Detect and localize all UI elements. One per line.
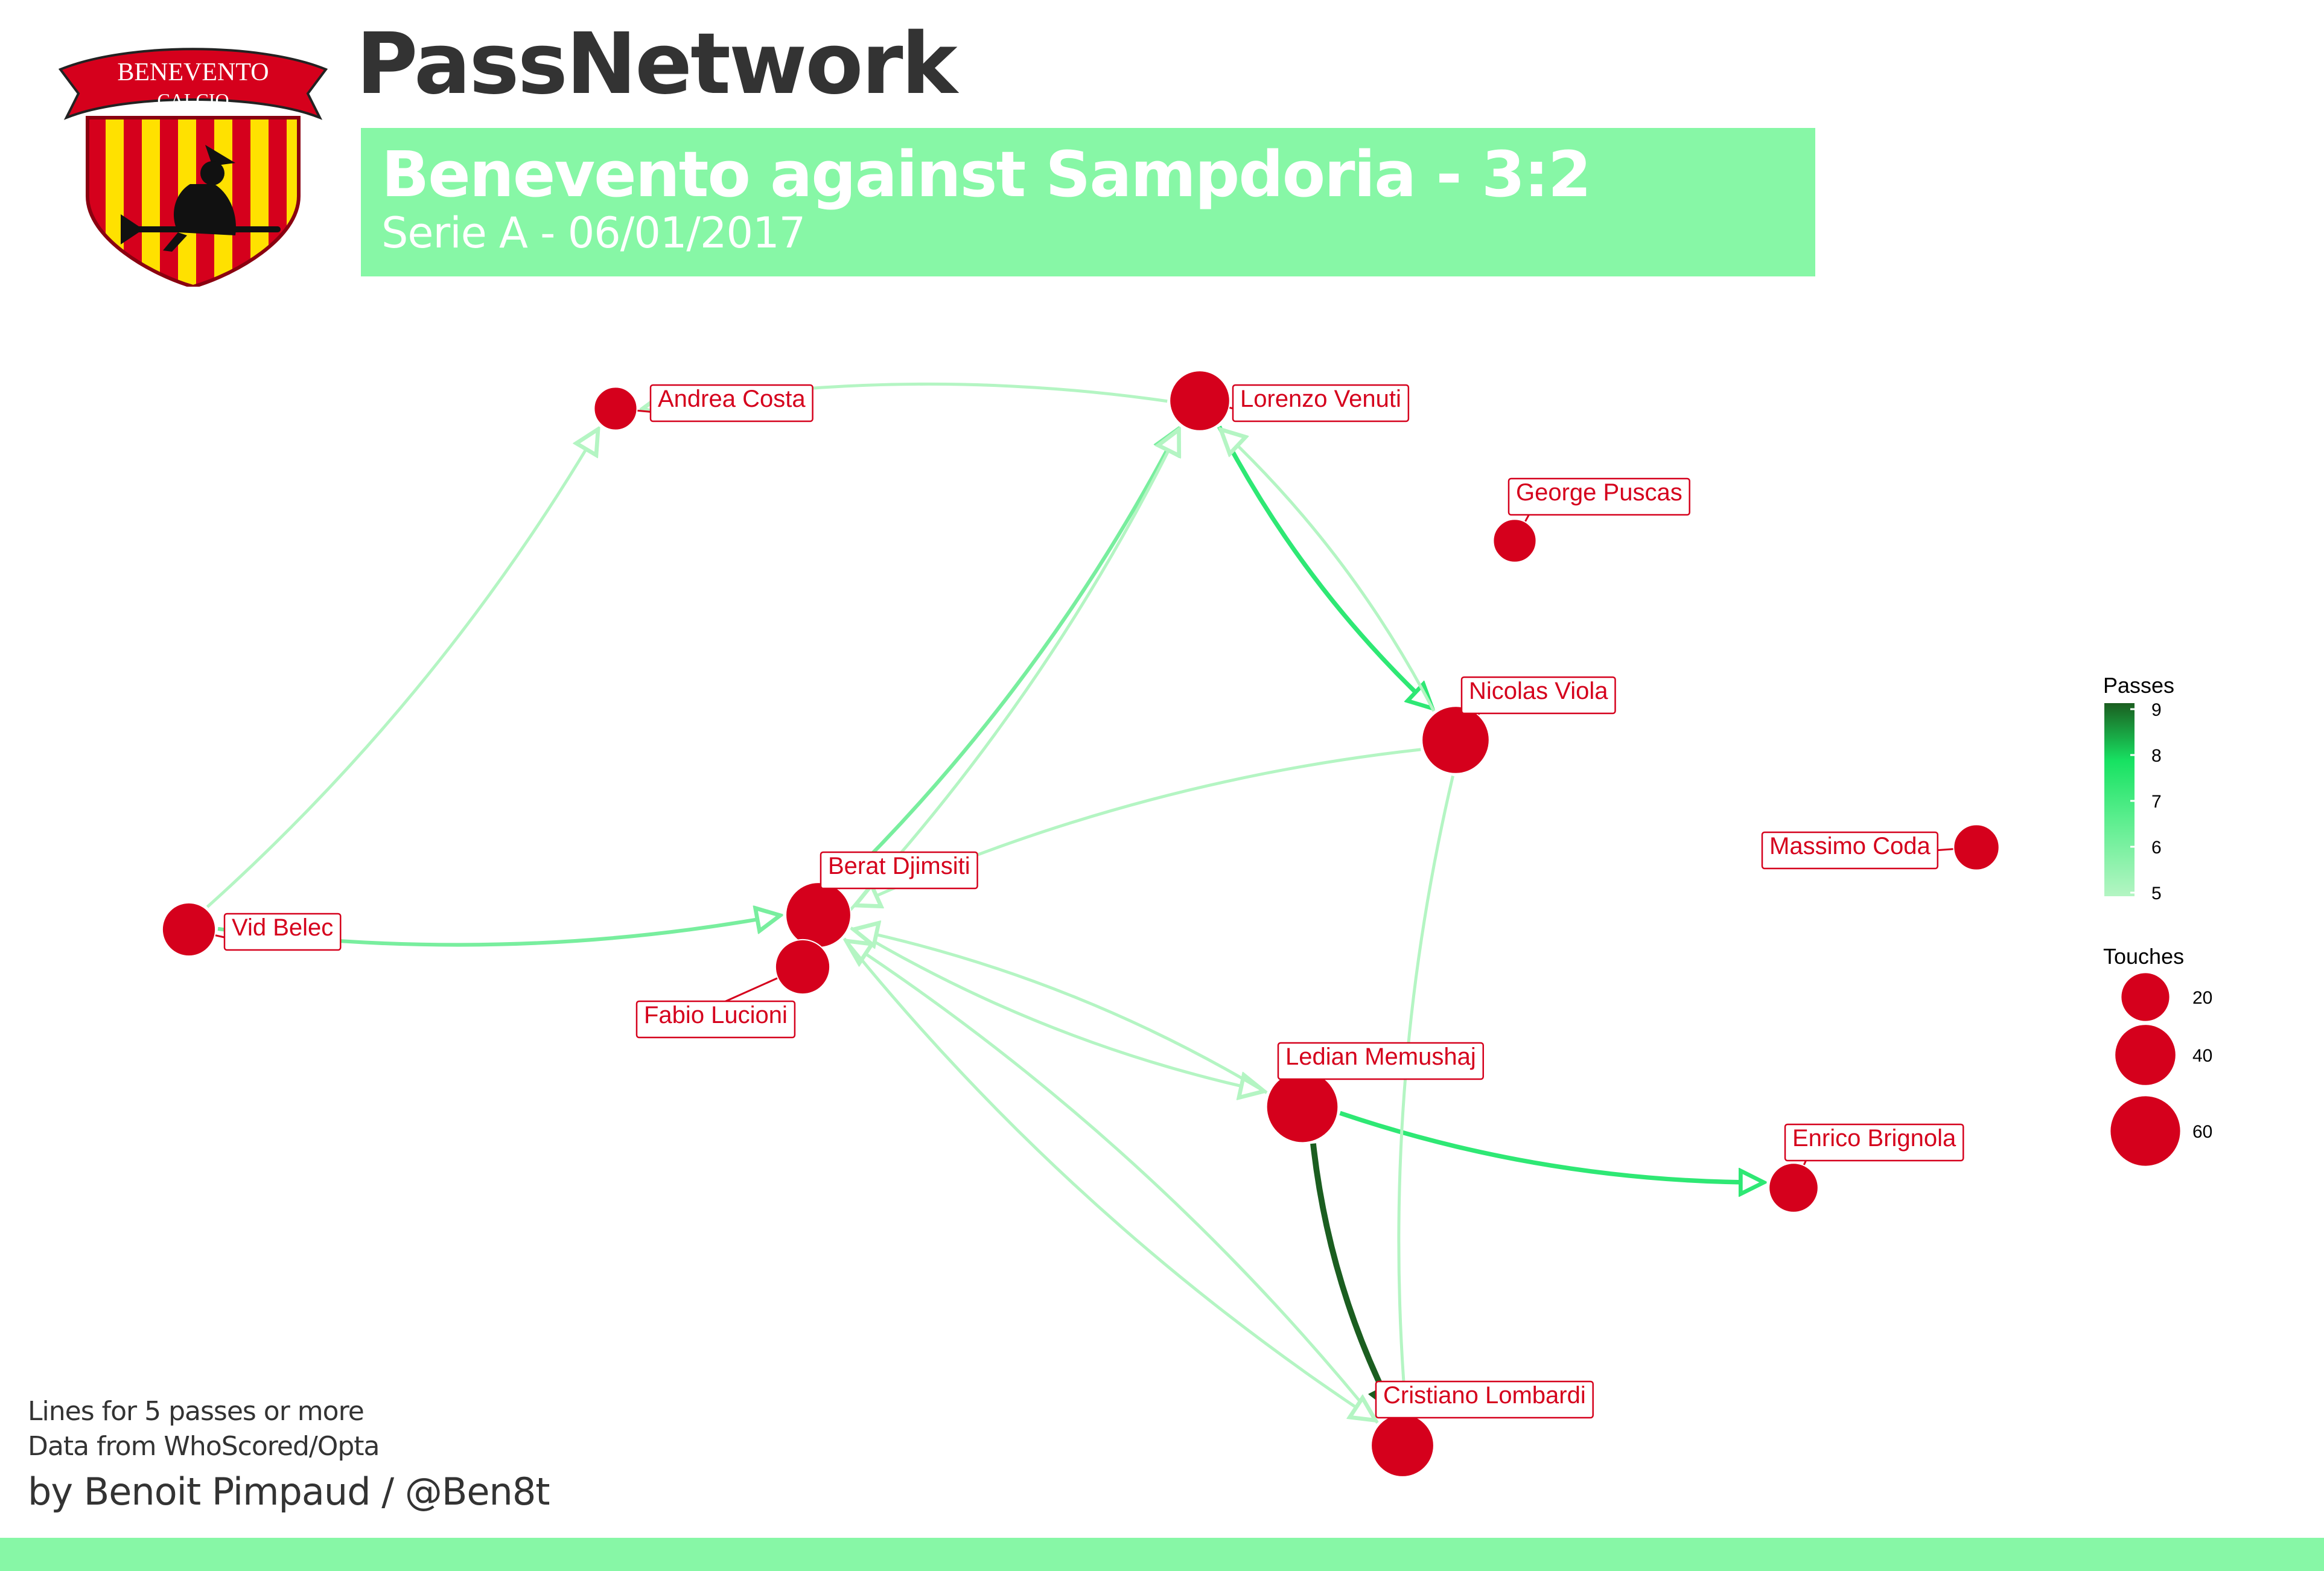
legend-touches-tick: 20: [2192, 988, 2212, 1008]
legend-passes-colorbar: [2104, 703, 2135, 896]
player-node-massimo-coda: Massimo Coda: [1761, 824, 2000, 871]
player-dot-massimo-coda: [1953, 824, 2000, 871]
player-dot-fabio-lucioni: [774, 938, 831, 995]
legend-touches-tick: 40: [2192, 1046, 2212, 1066]
player-label-box: [1460, 676, 1616, 715]
player-dot-andrea-costa: [593, 386, 638, 431]
player-label-box: [1761, 831, 1939, 870]
legend-passes-tick: 5: [2151, 884, 2162, 903]
legend-touches-tick: 60: [2192, 1122, 2212, 1142]
legend-touches-dot: [2115, 1025, 2176, 1085]
pass-edge-lorenzo-venuti-to-nicolas-viola: [1217, 425, 1430, 706]
player-label-cristiano-lombardi: Cristiano Lombardi: [1383, 1382, 1586, 1409]
player-node-berat-djimsiti: Berat Djimsiti: [785, 851, 978, 948]
pass-edge-vid-belec-to-andrea-costa: [206, 432, 596, 908]
pass-edge-berat-djimsiti-to-cristiano-lombardi: [842, 937, 1373, 1419]
pass-edge-ledian-memushaj-to-enrico-brignola: [1339, 1111, 1761, 1182]
legend: Passes 9 8 7 6 5 Touches 20 40 60: [2103, 673, 2212, 1166]
player-dot-vid-belec: [161, 902, 217, 957]
player-node-andrea-costa: Andrea Costa: [593, 384, 813, 431]
player-node-nicolas-viola: Nicolas Viola: [1421, 676, 1616, 774]
author-credit: by Benoit Pimpaud / @Ben8t: [28, 1470, 550, 1514]
player-node-enrico-brignola: Enrico Brignola: [1768, 1123, 1964, 1213]
player-label-box: [1784, 1123, 1964, 1162]
data-source-note: Data from WhoScored/Opta: [28, 1431, 380, 1462]
pass-edge-nicolas-viola-to-cristiano-lombardi: [1399, 776, 1454, 1406]
legend-touches-dot: [2110, 1096, 2180, 1166]
logo-banner-line1: BENEVENTO: [117, 59, 269, 86]
player-node-george-puscas: George Puscas: [1492, 477, 1690, 563]
player-node-lorenzo-venuti: Lorenzo Venuti: [1169, 370, 1410, 432]
logo-banner-line2: CALCIO: [157, 89, 229, 111]
legend-passes-tick: 7: [2151, 792, 2162, 812]
pass-edge-ledian-memushaj-to-berat-djimsiti: [856, 930, 1268, 1094]
player-label-box: [820, 851, 978, 890]
pass-edge-cristiano-lombardi-to-berat-djimsiti: [848, 943, 1379, 1424]
player-dot-berat-djimsiti: [785, 882, 852, 948]
legend-passes-tick: 6: [2151, 838, 2162, 858]
benevento-calcio-logo: BENEVENTO CALCIO: [58, 48, 328, 287]
player-label-box: [649, 384, 813, 422]
player-node-ledian-memushaj: Ledian Memushaj: [1265, 1042, 1484, 1144]
player-label-vid-belec: Vid Belec: [232, 914, 333, 941]
legend-touches-title: Touches: [2103, 944, 2184, 969]
legend-passes-tick: 8: [2151, 746, 2162, 766]
player-dot-george-puscas: [1492, 518, 1537, 563]
threshold-note: Lines for 5 passes or more: [28, 1396, 365, 1427]
player-label-george-puscas: George Puscas: [1516, 479, 1683, 506]
bottom-accent-bar: [0, 1538, 2324, 1571]
player-label-box: [1277, 1042, 1484, 1080]
pass-edge-nicolas-viola-to-lorenzo-venuti: [1223, 432, 1436, 712]
player-label-enrico-brignola: Enrico Brignola: [1792, 1125, 1956, 1152]
match-header-box: Benevento against Sampdoria - 3:2 Serie …: [361, 128, 1815, 276]
player-label-nicolas-viola: Nicolas Viola: [1469, 678, 1608, 704]
player-label-box: [223, 913, 342, 951]
player-dot-cristiano-lombardi: [1371, 1413, 1434, 1477]
player-label-ledian-memushaj: Ledian Memushaj: [1285, 1044, 1476, 1070]
player-label-andrea-costa: Andrea Costa: [658, 386, 806, 412]
player-label-box: [1232, 384, 1410, 422]
legend-passes-title: Passes: [2103, 673, 2174, 698]
player-label-lorenzo-venuti: Lorenzo Venuti: [1240, 386, 1401, 412]
player-label-box: [1375, 1380, 1594, 1419]
match-title: Benevento against Sampdoria - 3:2: [381, 138, 1591, 211]
player-node-vid-belec: Vid Belec: [161, 902, 342, 957]
player-node-fabio-lucioni: Fabio Lucioni: [635, 938, 831, 1039]
pass-edge-ledian-memushaj-to-cristiano-lombardi: [1310, 1143, 1391, 1407]
match-subtitle: Serie A - 06/01/2017: [381, 208, 806, 258]
witch-on-broom-icon: [121, 145, 281, 252]
player-label-massimo-coda: Massimo Coda: [1769, 833, 1931, 859]
player-dot-nicolas-viola: [1421, 706, 1490, 774]
pass-edge-berat-djimsiti-to-ledian-memushaj: [850, 926, 1261, 1091]
player-dot-ledian-memushaj: [1265, 1070, 1339, 1144]
legend-passes-tick: 9: [2151, 700, 2162, 720]
footer-notes: Lines for 5 passes or more Data from Who…: [28, 1394, 550, 1516]
player-label-box: [635, 1000, 796, 1039]
player-label-fabio-lucioni: Fabio Lucioni: [644, 1002, 788, 1028]
player-label-box: [1507, 477, 1690, 516]
pass-edge-berat-djimsiti-to-lorenzo-venuti: [838, 432, 1177, 888]
page-title: PassNetwork: [356, 15, 958, 113]
player-dot-enrico-brignola: [1768, 1162, 1819, 1213]
player-node-cristiano-lombardi: Cristiano Lombardi: [1371, 1380, 1594, 1477]
player-dot-lorenzo-venuti: [1169, 370, 1230, 432]
legend-touches-dot: [2121, 973, 2170, 1021]
player-label-berat-djimsiti: Berat Djimsiti: [828, 853, 970, 879]
